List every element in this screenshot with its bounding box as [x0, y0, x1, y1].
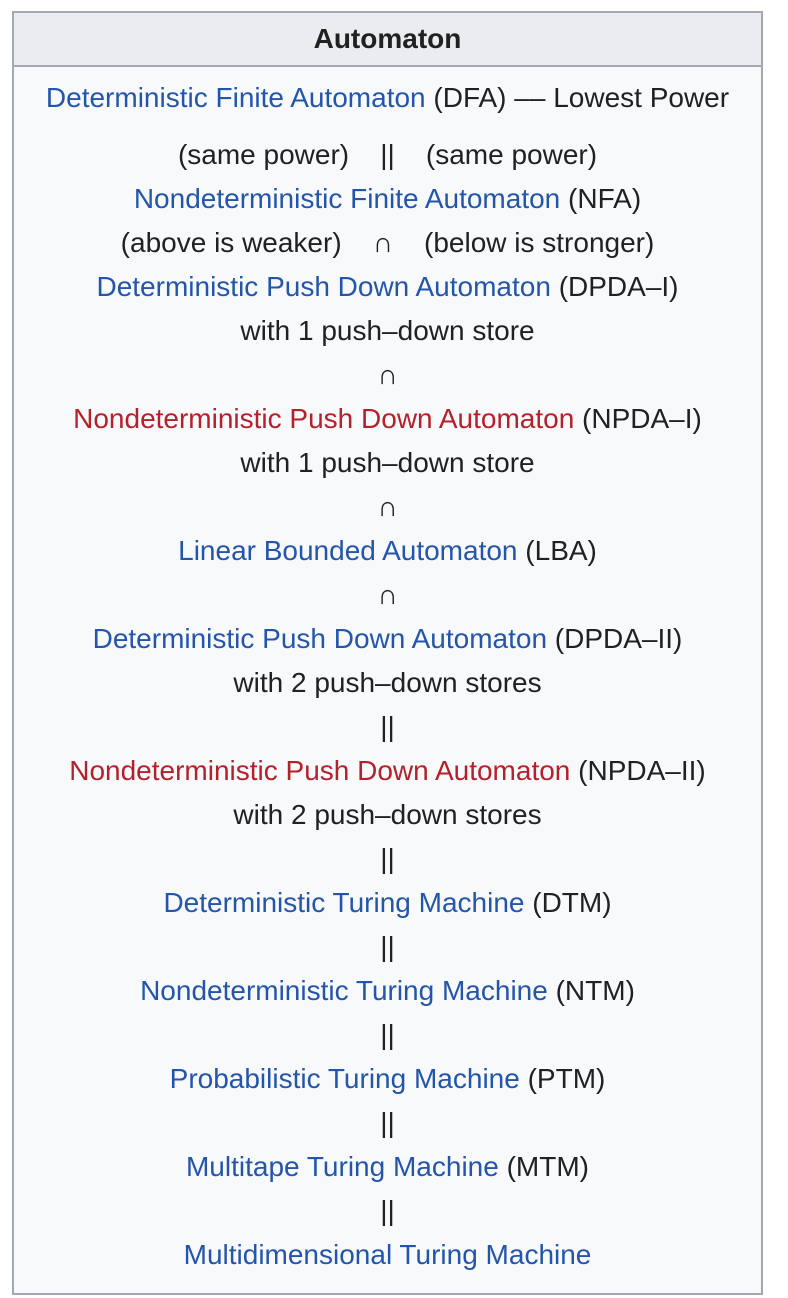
hierarchy-row: with 2 push–down stores: [22, 793, 753, 837]
row-text: ∩: [377, 491, 398, 522]
row-text: with 2 push–down stores: [233, 799, 542, 830]
row-text: ||: [380, 843, 395, 874]
row-text: ||: [380, 711, 395, 742]
automaton-link[interactable]: Nondeterministic Push Down Automaton: [73, 403, 575, 434]
hierarchy-row: Linear Bounded Automaton (LBA): [22, 529, 753, 573]
automaton-link[interactable]: Deterministic Push Down Automaton: [96, 271, 551, 302]
hierarchy-row: Deterministic Push Down Automaton (DPDA–…: [22, 265, 753, 309]
hierarchy-row: with 1 push–down store: [22, 441, 753, 485]
row-text: (DFA) –– Lowest Power: [425, 82, 730, 113]
hierarchy-row: ∩: [22, 485, 753, 529]
row-text: ||: [380, 1195, 395, 1226]
row-text: (NPDA–II): [570, 755, 706, 786]
hierarchy-row: ||: [22, 925, 753, 969]
automaton-link[interactable]: Linear Bounded Automaton: [178, 535, 518, 566]
hierarchy-row: ||: [22, 1101, 753, 1145]
table-header-automaton: Automaton: [13, 12, 762, 67]
row-text: (NFA): [560, 183, 642, 214]
row-text: (above is weaker) ∩ (below is stronger): [120, 227, 655, 258]
hierarchy-row: Nondeterministic Push Down Automaton (NP…: [22, 749, 753, 793]
row-text: (DPDA–I): [550, 271, 679, 302]
hierarchy-row: (same power) || (same power): [22, 133, 753, 177]
row-text: ∩: [377, 579, 398, 610]
row-text: (DTM): [524, 887, 612, 918]
automaton-link[interactable]: Multitape Turing Machine: [185, 1151, 499, 1182]
hierarchy-row: ||: [22, 837, 753, 881]
hierarchy-row: ||: [22, 1013, 753, 1057]
hierarchy-row: ∩: [22, 573, 753, 617]
hierarchy-row: Multitape Turing Machine (MTM): [22, 1145, 753, 1189]
hierarchy-row: Multidimensional Turing Machine: [22, 1233, 753, 1277]
automaton-link[interactable]: Deterministic Push Down Automaton: [92, 623, 548, 654]
hierarchy-row: Nondeterministic Finite Automaton (NFA): [22, 177, 753, 221]
row-text: with 1 push–down store: [240, 447, 535, 478]
automaton-link[interactable]: Nondeterministic Push Down Automaton: [69, 755, 571, 786]
automaton-hierarchy-cell: Deterministic Finite Automaton (DFA) –– …: [13, 66, 762, 1294]
row-text: with 2 push–down stores: [233, 667, 542, 698]
hierarchy-row: Nondeterministic Push Down Automaton (NP…: [22, 397, 753, 441]
row-text: (MTM): [498, 1151, 589, 1182]
row-text: ||: [380, 1019, 395, 1050]
row-text: with 1 push–down store: [240, 315, 535, 346]
hierarchy-row: (above is weaker) ∩ (below is stronger): [22, 221, 753, 265]
hierarchy-row: ||: [22, 705, 753, 749]
hierarchy-row: Probabilistic Turing Machine (PTM): [22, 1057, 753, 1101]
row-text: ∩: [377, 359, 398, 390]
row-text: (LBA): [517, 535, 597, 566]
hierarchy-row: Deterministic Finite Automaton (DFA) –– …: [22, 76, 753, 120]
hierarchy-row: with 1 push–down store: [22, 309, 753, 353]
row-text: (same power) || (same power): [177, 139, 598, 170]
hierarchy-row: ||: [22, 1189, 753, 1233]
automaton-link[interactable]: Multidimensional Turing Machine: [183, 1239, 592, 1270]
row-text: ||: [380, 1107, 395, 1138]
row-text: (PTM): [519, 1063, 606, 1094]
automaton-link[interactable]: Deterministic Turing Machine: [163, 887, 525, 918]
automaton-table: Automaton Deterministic Finite Automaton…: [12, 11, 763, 1295]
row-text: (NPDA–I): [574, 403, 702, 434]
hierarchy-row: Deterministic Push Down Automaton (DPDA–…: [22, 617, 753, 661]
row-text: ||: [380, 931, 395, 962]
hierarchy-row: ∩: [22, 353, 753, 397]
hierarchy-row: with 2 push–down stores: [22, 661, 753, 705]
automaton-link[interactable]: Nondeterministic Turing Machine: [140, 975, 548, 1006]
hierarchy-row: Nondeterministic Turing Machine (NTM): [22, 969, 753, 1013]
row-text: (DPDA–II): [547, 623, 683, 654]
row-text: (NTM): [547, 975, 635, 1006]
automaton-link[interactable]: Probabilistic Turing Machine: [169, 1063, 520, 1094]
automaton-link[interactable]: Deterministic Finite Automaton: [45, 82, 426, 113]
automaton-link[interactable]: Nondeterministic Finite Automaton: [133, 183, 561, 214]
hierarchy-row: Deterministic Turing Machine (DTM): [22, 881, 753, 925]
